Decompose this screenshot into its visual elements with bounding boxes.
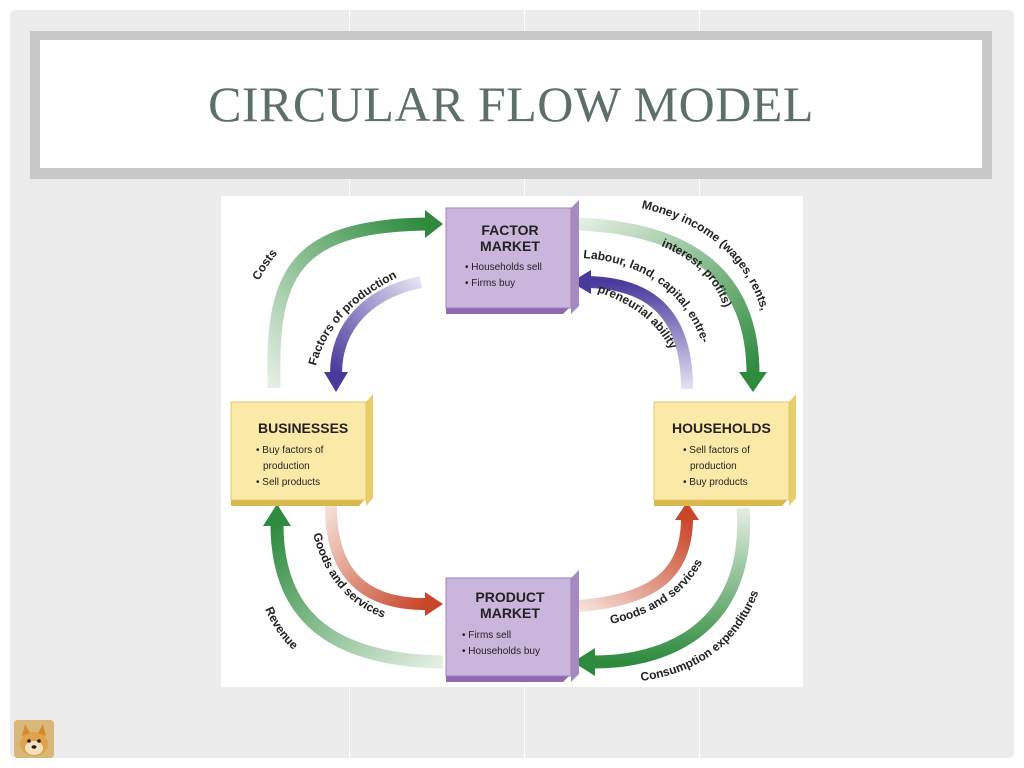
money-income-arrowhead [739, 372, 767, 392]
consumption-arrow [592, 507, 751, 669]
diagram-svg: FACTOR MARKET • Households sell • Firms … [230, 197, 796, 684]
money-income-arrow [575, 217, 760, 375]
households-bullet-1: • Sell factors of [683, 445, 750, 456]
factor-market-title-2: MARKET [480, 238, 540, 254]
revenue-arrowhead [263, 504, 291, 526]
labour-arrow [588, 276, 693, 390]
product-market-title-1: PRODUCT [475, 589, 545, 605]
product-market-title-2: MARKET [480, 605, 540, 621]
businesses-box: BUSINESSES • Buy factors of production •… [230, 394, 373, 506]
businesses-bullet-1-cont: production [263, 461, 310, 472]
factor-market-bullet-2: • Firms buy [465, 278, 515, 289]
costs-arrowhead [425, 210, 443, 238]
businesses-bullet-1: • Buy factors of [256, 445, 324, 456]
goods-left-arrow [325, 505, 427, 610]
costs-arrow [267, 217, 427, 389]
businesses-bullet-2: • Sell products [256, 477, 320, 488]
consumption-arrowhead [573, 648, 595, 676]
product-market-bullet-2: • Households buy [462, 646, 540, 657]
revenue-arrow [270, 523, 444, 669]
costs-label: Costs [249, 246, 280, 282]
product-market-box: PRODUCT MARKET • Firms sell • Households… [445, 570, 579, 682]
circular-flow-diagram: FACTOR MARKET • Households sell • Firms … [221, 196, 803, 687]
product-market-bullet-1: • Firms sell [462, 630, 511, 641]
factor-market-title-1: FACTOR [481, 222, 538, 238]
households-bullet-1-cont: production [690, 461, 737, 472]
households-bullet-2: • Buy products [683, 477, 748, 488]
households-title: HOUSEHOLDS [672, 420, 771, 436]
labour-arrowhead [571, 270, 591, 294]
goods-left-arrowhead [425, 592, 443, 616]
businesses-title: BUSINESSES [258, 420, 348, 436]
factor-market-box: FACTOR MARKET • Households sell • Firms … [445, 200, 579, 314]
goods-services-right-label: Goods and services [608, 556, 705, 627]
title-box [40, 40, 982, 168]
factors-arrowhead [324, 372, 348, 392]
factors-arrow [330, 276, 423, 375]
slide-title: CIRCULAR FLOW MODEL [208, 76, 814, 132]
goods-right-arrowhead [675, 502, 699, 520]
households-box: HOUSEHOLDS • Sell factors of production … [653, 394, 796, 506]
doge-logo-icon [14, 720, 54, 758]
factor-market-bullet-1: • Households sell [465, 262, 542, 273]
goods-right-arrow [578, 517, 693, 612]
